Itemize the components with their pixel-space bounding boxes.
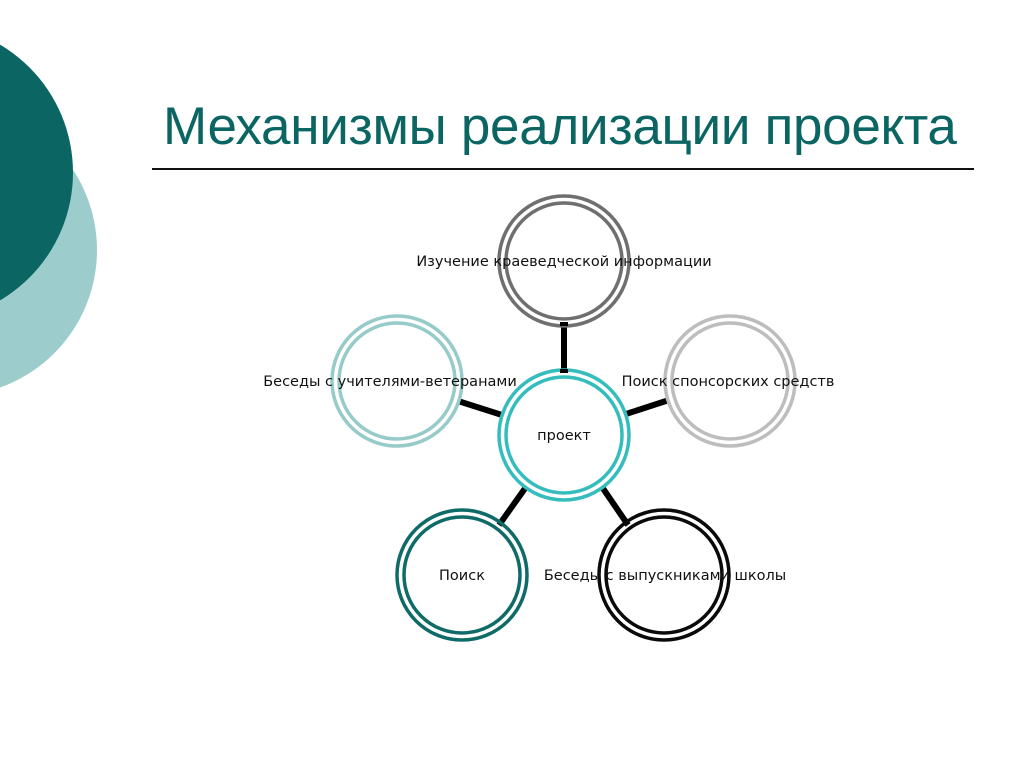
slide-title: Механизмы реализации проекта — [163, 97, 957, 156]
connector-ticks — [560, 322, 568, 373]
node-bottom-right-label: Беседы с выпускниками школы — [543, 568, 787, 584]
title-divider — [152, 168, 974, 170]
connector-bottom-left — [496, 485, 529, 527]
node-right-ring — [663, 314, 797, 448]
node-bottom-left-label: Поиск — [439, 568, 485, 584]
node-top-label: Изучение краеведческой информации — [416, 254, 712, 270]
node-bottom-left-ring — [395, 508, 529, 642]
connector-right — [625, 397, 670, 417]
node-right-label: Поиск спонсорских средств — [621, 374, 835, 390]
node-left-label: Беседы с учителями-ветеранами — [263, 374, 517, 390]
node-center-label: проект — [537, 428, 591, 444]
connectors — [457, 326, 670, 527]
connector-bottom-right — [599, 485, 631, 527]
node-left-ring — [330, 314, 464, 448]
connector-left — [457, 398, 503, 418]
node-bottom-right-ring — [597, 508, 731, 642]
